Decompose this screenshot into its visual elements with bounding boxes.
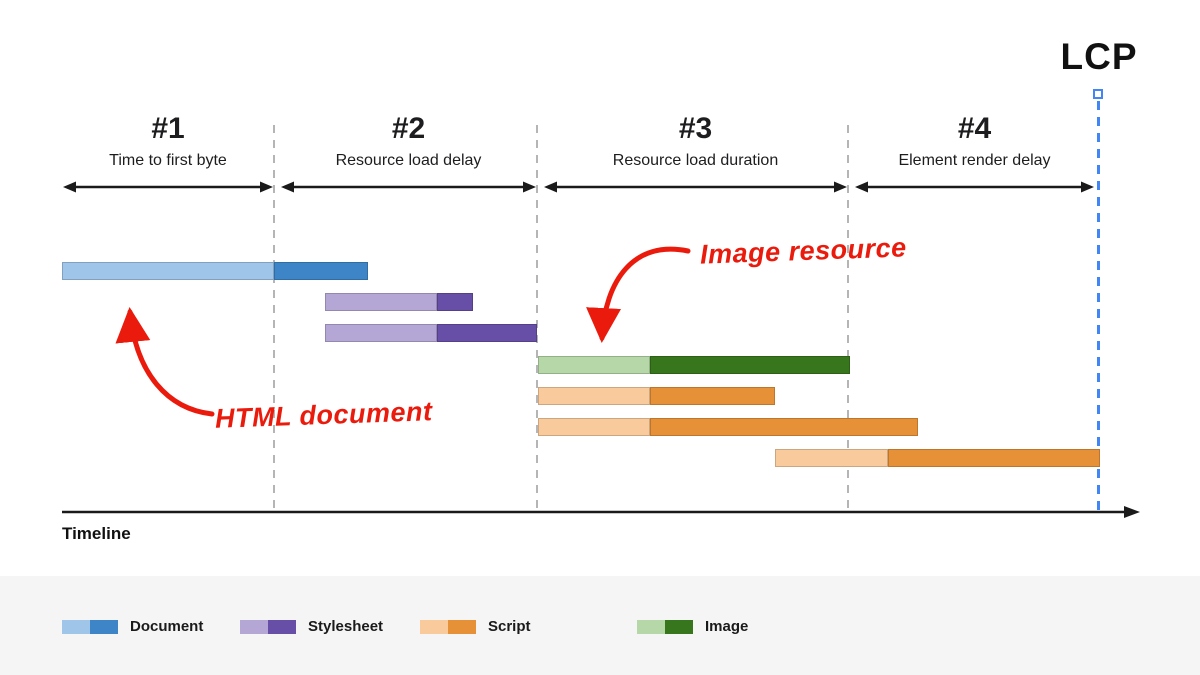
legend-swatch-light bbox=[240, 619, 268, 634]
lcp-dashed-line bbox=[1096, 101, 1100, 512]
legend-swatch-dark bbox=[90, 619, 118, 634]
bar-stylesheet-light bbox=[325, 324, 437, 342]
phase-separator bbox=[847, 125, 849, 513]
bar-image-dark bbox=[650, 356, 850, 374]
phase-number: #2 bbox=[391, 112, 426, 145]
phase-separator bbox=[273, 125, 275, 513]
legend-item-stylesheet: Stylesheet bbox=[240, 618, 383, 635]
phase-extent-arrow-icon bbox=[281, 181, 536, 193]
timeline-arrowhead-icon bbox=[1124, 506, 1140, 518]
bar-document-dark bbox=[274, 262, 368, 280]
phase-extent-arrow-icon bbox=[855, 181, 1094, 193]
bar-script-dark bbox=[888, 449, 1100, 467]
legend-item-image: Image bbox=[637, 618, 748, 635]
legend-label: Script bbox=[488, 618, 531, 635]
red-arrow-image-resource bbox=[586, 246, 691, 343]
bar-document-light bbox=[62, 262, 274, 280]
phase-number: #3 bbox=[678, 112, 713, 145]
lcp-marker-icon bbox=[1093, 89, 1103, 99]
timeline-axis bbox=[62, 506, 1140, 518]
phase-number: #4 bbox=[957, 112, 992, 145]
bar-stylesheet-dark bbox=[437, 324, 537, 342]
legend-swatch-light bbox=[62, 619, 90, 634]
annotation-image-resource: Image resource bbox=[699, 232, 908, 270]
phase-label: Time to first byte bbox=[109, 152, 227, 169]
legend-label: Image bbox=[705, 618, 749, 635]
bar-script-light bbox=[538, 418, 650, 436]
phase-number: #1 bbox=[151, 112, 185, 145]
phase-label: Element render delay bbox=[898, 152, 1051, 169]
legend-swatch-light bbox=[420, 619, 448, 634]
annotation-html-document: HTML document bbox=[214, 396, 433, 434]
legend-label: Stylesheet bbox=[308, 618, 384, 635]
timeline-label: Timeline bbox=[62, 524, 131, 543]
legend-item-document: Document bbox=[62, 618, 203, 635]
phase-separator bbox=[536, 125, 538, 513]
legend-item-script: Script bbox=[420, 618, 531, 635]
bar-script-dark bbox=[650, 387, 775, 405]
bar-image-light bbox=[538, 356, 650, 374]
lcp-title: LCP bbox=[1060, 36, 1138, 77]
legend-swatch-dark bbox=[665, 619, 693, 634]
bar-stylesheet-dark bbox=[437, 293, 473, 311]
bar-script-light bbox=[775, 449, 888, 467]
phase-extent-arrow-icon bbox=[63, 181, 273, 193]
legend-swatch-dark bbox=[448, 619, 476, 634]
phase-label: Resource load duration bbox=[612, 152, 779, 169]
legend-swatch-light bbox=[637, 619, 665, 634]
bar-stylesheet-light bbox=[325, 293, 437, 311]
phase-extent-arrow-icon bbox=[544, 181, 847, 193]
legend-label: Document bbox=[130, 618, 204, 635]
red-arrow-html-document bbox=[115, 307, 215, 417]
legend-swatch-dark bbox=[268, 619, 296, 634]
bar-script-light bbox=[538, 387, 650, 405]
legend: Document Stylesheet Script Image bbox=[0, 576, 1200, 675]
bar-script-dark bbox=[650, 418, 918, 436]
phase-label: Resource load delay bbox=[335, 152, 482, 169]
